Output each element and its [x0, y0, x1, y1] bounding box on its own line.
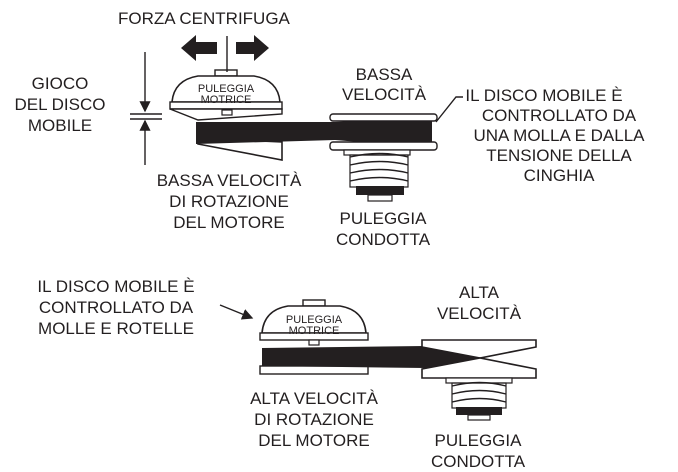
force-arrows-icon [181, 35, 269, 72]
driven-pulley-label-bottom-2: CONDOTTA [431, 452, 526, 471]
drive-pulley-label-2: MOTRICE [201, 94, 252, 106]
low-engine-speed-label: BASSA VELOCITÀ DI ROTAZIONE DEL MOTORE [157, 171, 302, 232]
high-speed-label: ALTA [459, 283, 500, 302]
driven-pulley-label-top-2: CONDOTTA [336, 230, 431, 249]
belt-loop-icon [335, 116, 432, 148]
svg-text:UNA MOLLA E DALLA: UNA MOLLA E DALLA [473, 126, 645, 145]
high-speed-label-2: VELOCITÀ [437, 304, 522, 323]
svg-text:DI ROTAZIONE: DI ROTAZIONE [254, 410, 374, 429]
svg-text:BASSA VELOCITÀ: BASSA VELOCITÀ [157, 171, 302, 190]
centrifugal-force-label: FORZA CENTRIFUGA [118, 9, 291, 28]
svg-text:DEL MOTORE: DEL MOTORE [258, 431, 369, 450]
bottom-diagram: IL DISCO MOBILE È CONTROLLATO DA MOLLE E… [37, 277, 537, 471]
driven-pulley-label-top: PULEGGIA [340, 209, 428, 228]
svg-text:DEL MOTORE: DEL MOTORE [173, 213, 284, 232]
drive-pulley-label: PULEGGIA [198, 83, 255, 95]
svg-text:MOLLE E ROTELLE: MOLLE E ROTELLE [38, 319, 194, 338]
movable-disc-note-top: IL DISCO MOBILE È CONTROLLATO DA UNA MOL… [465, 86, 645, 185]
belt-icon [196, 122, 335, 144]
driven-pulley-bottom-icon [421, 339, 537, 421]
leader-line-icon [435, 96, 463, 123]
play-label: GIOCO DEL DISCO MOBILE [14, 74, 105, 135]
svg-text:MOBILE: MOBILE [28, 116, 92, 135]
high-engine-speed-label: ALTA VELOCITÀ DI ROTAZIONE DEL MOTORE [250, 389, 379, 450]
svg-text:IL DISCO MOBILE È: IL DISCO MOBILE È [37, 277, 194, 296]
low-speed-label-2: VELOCITÀ [342, 85, 427, 104]
drive-pulley-bottom-label: PULEGGIA [286, 314, 343, 326]
belt-bottom-icon [262, 346, 480, 368]
svg-text:TENSIONE DELLA: TENSIONE DELLA [486, 146, 632, 165]
drive-pulley-icon [169, 69, 283, 161]
leader-arrow-icon [219, 304, 254, 320]
svg-text:ALTA VELOCITÀ: ALTA VELOCITÀ [250, 389, 379, 408]
play-indicator-icon [130, 52, 162, 165]
svg-text:CONTROLLATO DA: CONTROLLATO DA [482, 106, 637, 125]
svg-text:CONTROLLATO DA: CONTROLLATO DA [39, 298, 194, 317]
drive-pulley-bottom-label-2: MOTRICE [289, 325, 340, 337]
svg-text:DI ROTAZIONE: DI ROTAZIONE [169, 192, 289, 211]
svg-text:GIOCO: GIOCO [32, 74, 89, 93]
svg-text:CINGHIA: CINGHIA [524, 166, 596, 185]
low-speed-label: BASSA [356, 65, 413, 84]
top-diagram: FORZA CENTRIFUGA GIOCO DEL DISCO MOBILE [14, 9, 645, 249]
svg-text:DEL DISCO: DEL DISCO [14, 95, 105, 114]
svg-text:IL DISCO MOBILE È: IL DISCO MOBILE È [465, 86, 622, 105]
driven-pulley-label-bottom: PULEGGIA [435, 431, 523, 450]
movable-disc-note-bottom: IL DISCO MOBILE È CONTROLLATO DA MOLLE E… [37, 277, 194, 338]
drive-pulley-bottom-icon [259, 299, 369, 375]
driven-pulley-icon [329, 113, 438, 202]
